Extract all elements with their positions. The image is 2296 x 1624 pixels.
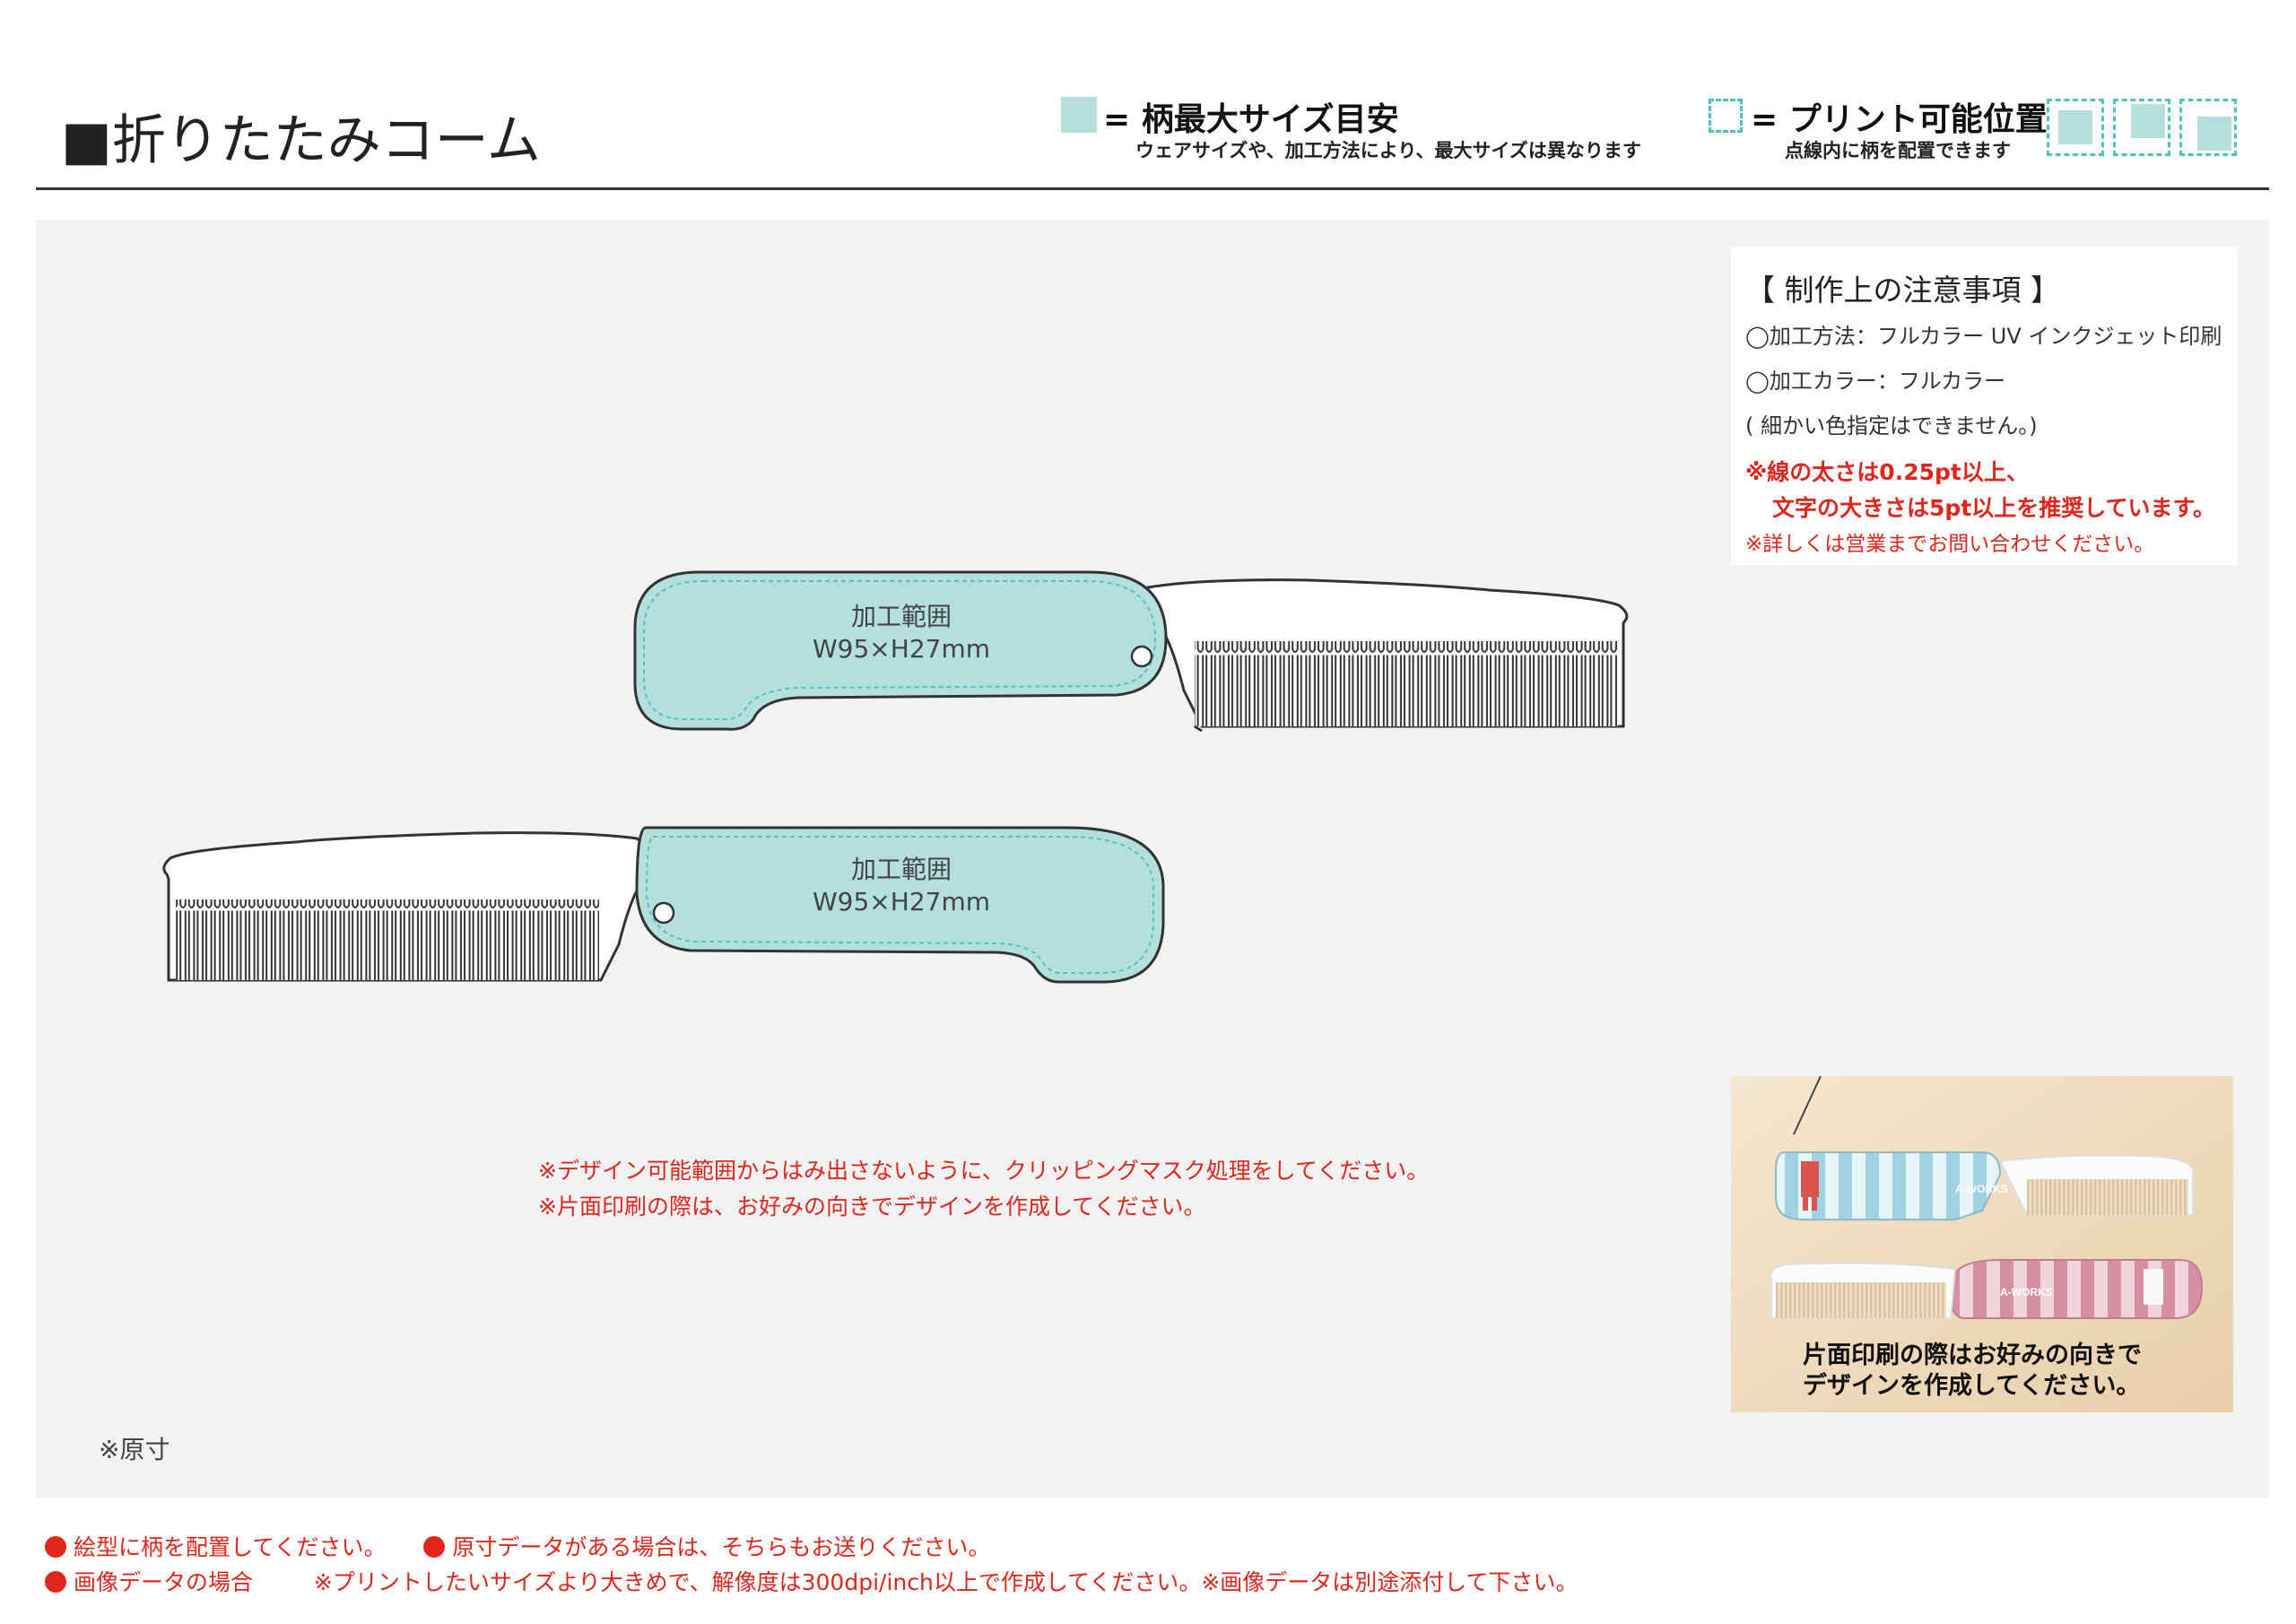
photo-brand-bottom: A-WORKS xyxy=(2000,1286,2053,1298)
print-area-legend-title: = プリント可能位置 xyxy=(1751,101,2048,138)
photo-caption: 片面印刷の際はお好みの向きで デザインを作成してください。 xyxy=(1803,1341,2142,1402)
footer-image-data: 画像データの場合 xyxy=(74,1569,254,1595)
notes-color: ◯加工カラー：フルカラー xyxy=(1745,369,2006,394)
notes-inquiry: ※詳しくは営業までお問い合わせください。 xyxy=(1745,533,2155,556)
comb-top-teeth xyxy=(1195,641,1618,726)
product-photo-illustration: A-WORKS A-WORKS xyxy=(1731,1076,2233,1412)
photo-caption-line-1: 片面印刷の際はお好みの向きで xyxy=(1803,1342,2142,1369)
page-title: ■折りたたみコーム xyxy=(61,109,541,172)
design-note-clipping: ※デザイン可能範囲からはみ出さないように、クリッピングマスク処理をしてください。 xyxy=(538,1158,1430,1184)
footer-place-pattern: 絵型に柄を配置してください。 xyxy=(74,1534,387,1560)
footer-image-requirements: ※プリントしたいサイズより大きめで、解像度は300dpi/inch以上で作成して… xyxy=(313,1569,1578,1595)
notes-color-note: ( 細かい色指定はできません。) xyxy=(1745,413,2038,439)
comb-top-area-label: 加工範囲 W95×H27mm xyxy=(812,601,991,665)
production-notes: 【 制作上の注意事項 】 ◯加工方法：フルカラー UV インクジェット印刷 ◯加… xyxy=(1731,247,2238,565)
comb-top-pivot xyxy=(1130,645,1153,668)
comb-top-area-size: W95×H27mm xyxy=(812,634,990,664)
comb-bottom-teeth xyxy=(176,899,599,980)
comb-bottom-pivot xyxy=(652,901,675,925)
footer-send-original: 原寸データがある場合は、そちらもお送りください。 xyxy=(452,1534,991,1560)
position-sample-center xyxy=(2047,99,2104,156)
max-size-legend-subtitle: ウェアサイズや、加工方法により、最大サイズは異なります xyxy=(1135,140,1641,161)
photo-brand-top: A-WORKS xyxy=(1955,1183,2008,1195)
comb-top-outline xyxy=(633,570,1629,733)
comb-bottom-area-title: 加工範囲 xyxy=(850,855,952,884)
comb-bottom-area-size: W95×H27mm xyxy=(812,887,990,916)
max-size-swatch xyxy=(1061,97,1097,133)
comb-bottom-area-label: 加工範囲 W95×H27mm xyxy=(812,854,991,918)
footer-bullet xyxy=(45,1571,66,1593)
print-area-legend-subtitle: 点線内に柄を配置できます xyxy=(1785,140,2011,161)
footer-bullet xyxy=(45,1536,66,1558)
notes-line-rule-1: ※線の太さは0.25pt以上、 xyxy=(1745,459,2029,485)
comb-top-handle xyxy=(633,570,1168,731)
comb-bottom-print-area xyxy=(645,836,1154,974)
position-sample-bottom-right xyxy=(2179,99,2237,156)
footer-line-1: 絵型に柄を配置してください。 原寸データがある場合は、そちらもお送りください。 xyxy=(45,1530,990,1562)
print-area-dash-swatch xyxy=(1709,99,1743,133)
actual-size-note: ※原寸 xyxy=(99,1435,170,1464)
comb-top-area-title: 加工範囲 xyxy=(850,602,952,631)
notes-method: ◯加工方法：フルカラー UV インクジェット印刷 xyxy=(1745,324,2222,349)
product-photo: A-WORKS A-WORKS 片面印刷の際はお好みの向きで デザインを作成して… xyxy=(1731,1076,2233,1412)
notes-heading: 【 制作上の注意事項 】 xyxy=(1745,273,2060,308)
design-note-orientation: ※片面印刷の際は、お好みの向きでデザインを作成してください。 xyxy=(538,1194,1206,1220)
comb-bottom-handle xyxy=(635,826,1165,984)
photo-caption-line-2: デザインを作成してください。 xyxy=(1803,1372,2141,1400)
header-divider xyxy=(36,187,2269,190)
footer-bullet xyxy=(423,1536,446,1558)
position-sample-top-right xyxy=(2113,99,2170,156)
comb-top-print-area xyxy=(643,580,1157,721)
notes-line-rule-2: 文字の大きさは5pt以上を推奨しています。 xyxy=(1772,495,2215,521)
footer-line-2: 画像データの場合 ※プリントしたいサイズより大きめで、解像度は300dpi/in… xyxy=(45,1565,1578,1597)
max-size-legend-title: = 柄最大サイズ目安 xyxy=(1103,101,1399,138)
comb-bottom-outline xyxy=(162,826,1165,984)
